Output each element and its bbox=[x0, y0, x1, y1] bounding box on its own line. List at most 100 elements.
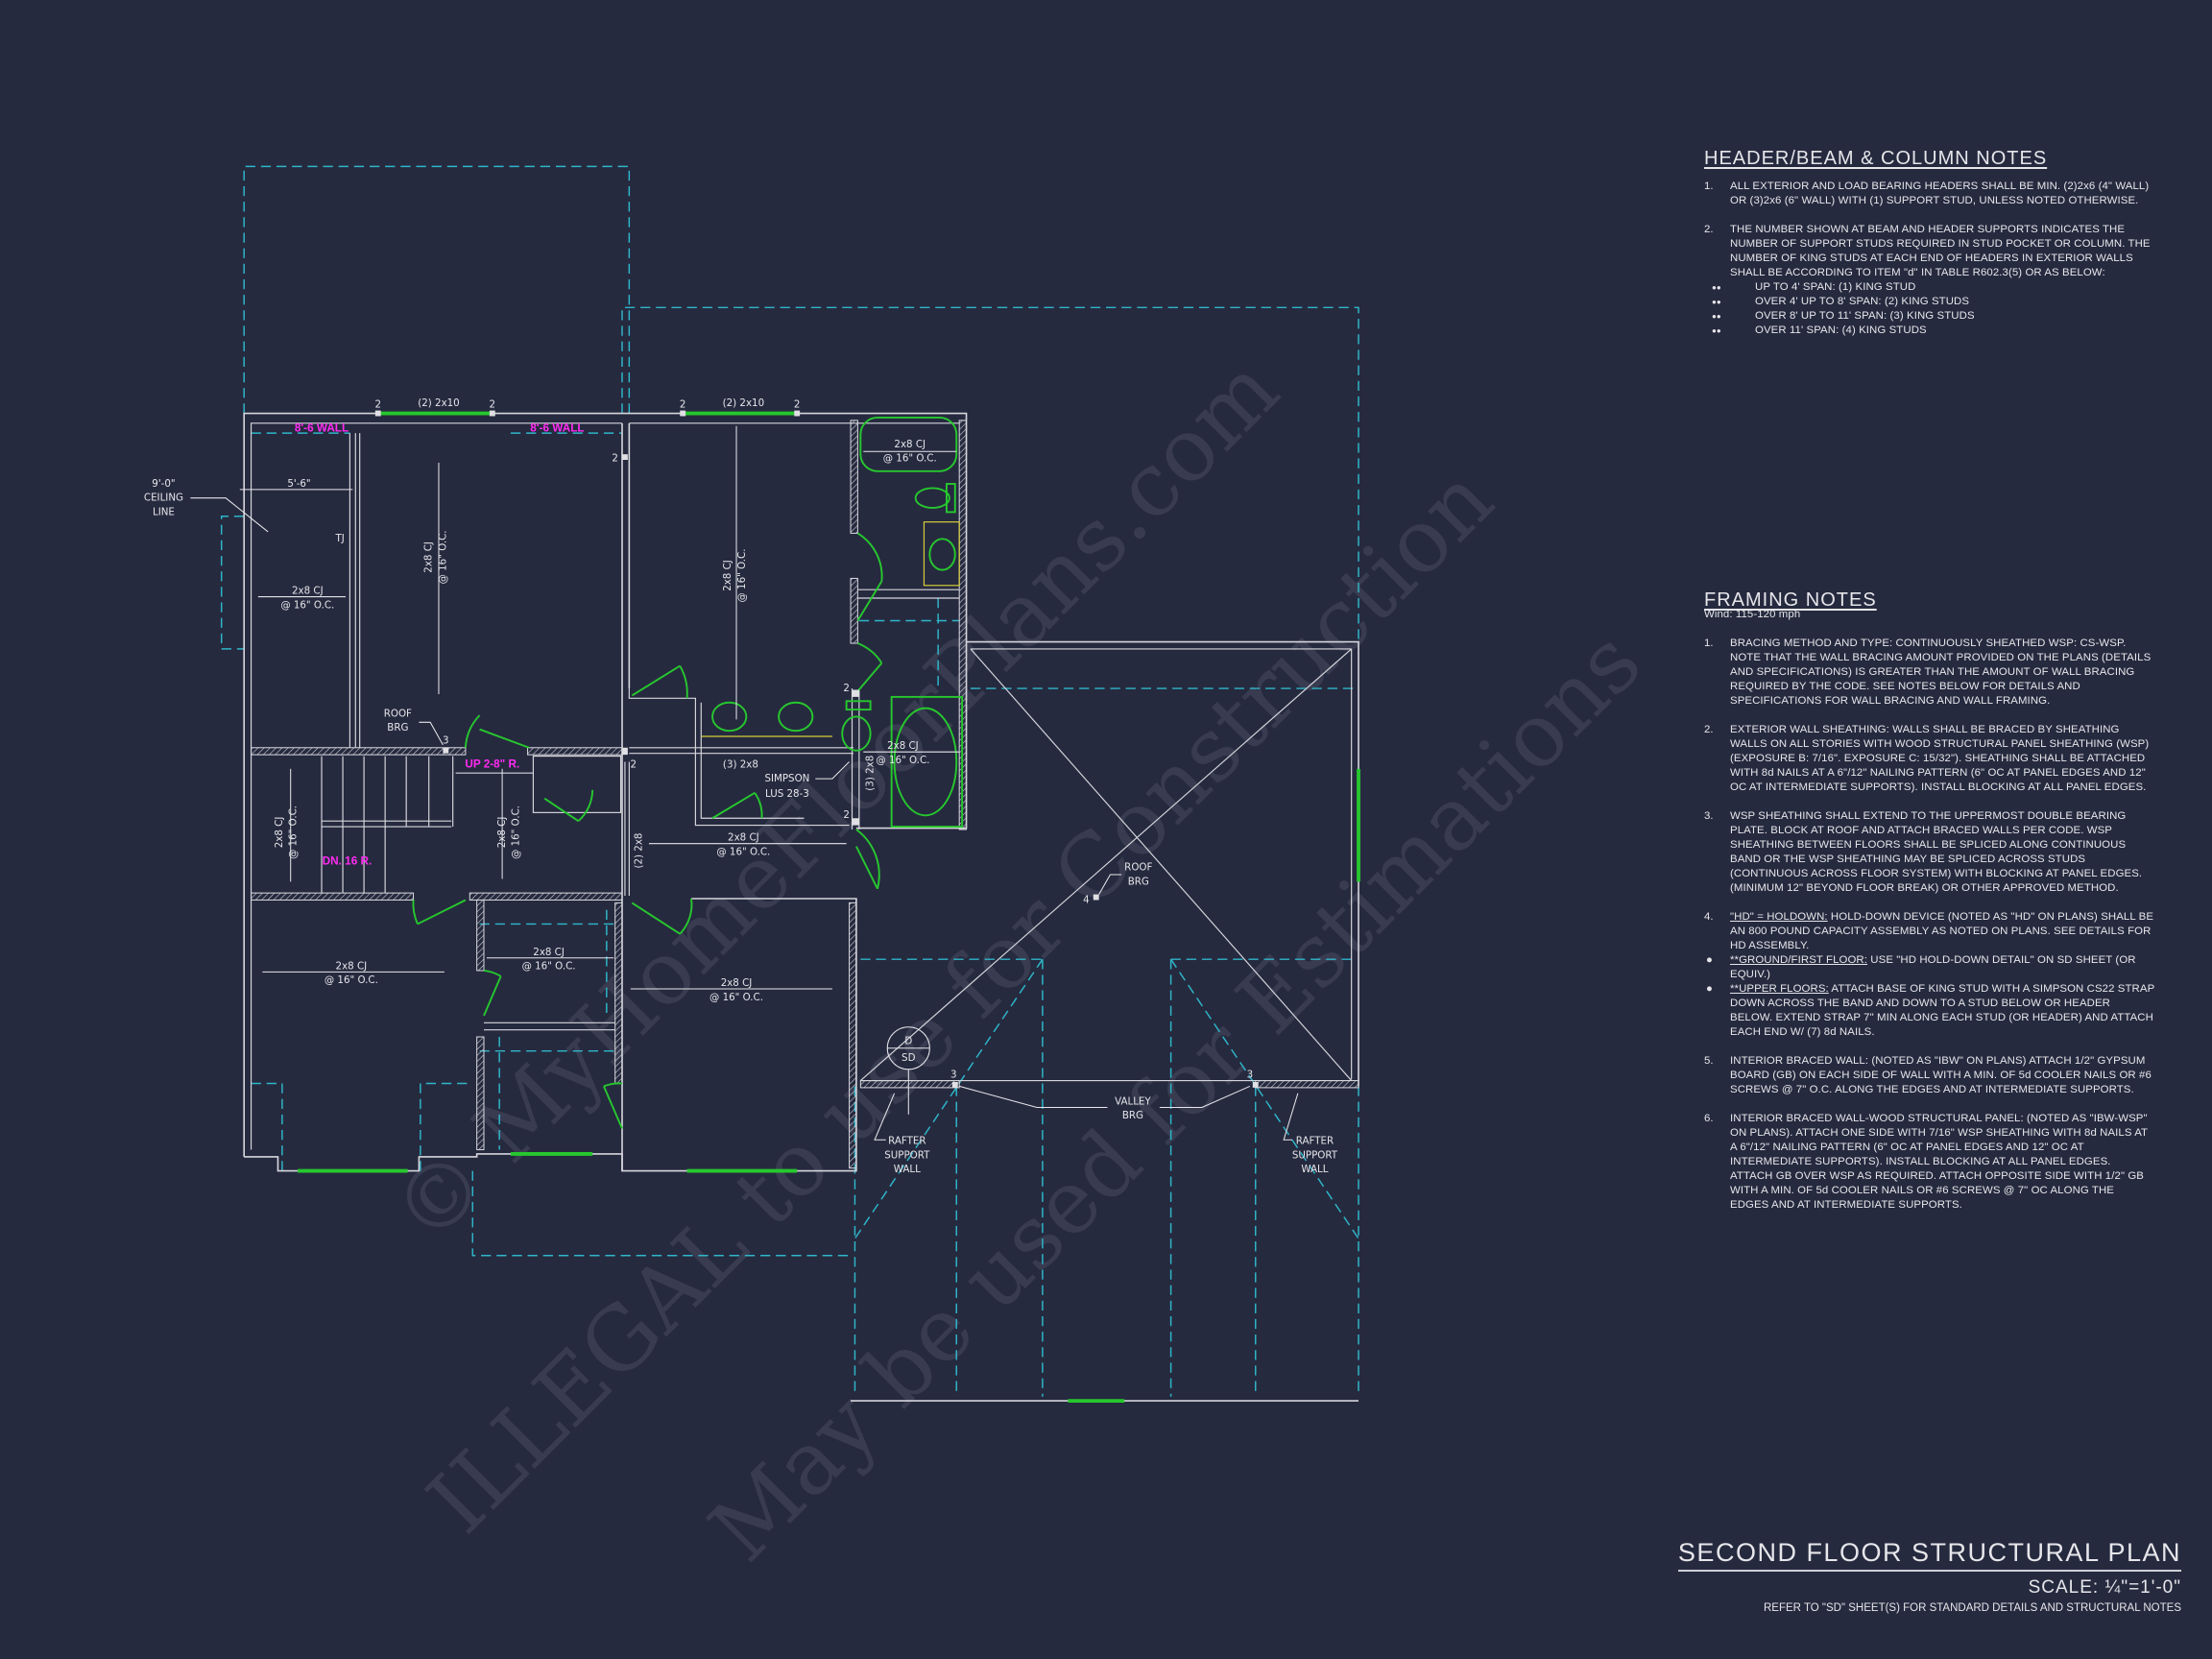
header-beam-column-notes: HEADER/BEAM & COLUMN NOTES 1. ALL EXTERIO… bbox=[1704, 148, 2155, 338]
note-text: EXTERIOR WALL SHEATHING: WALLS SHALL BE … bbox=[1730, 724, 2150, 793]
post-count: 3 bbox=[443, 734, 449, 746]
fixtures bbox=[298, 411, 1360, 1404]
roof-outline-lines bbox=[220, 165, 1359, 1397]
detail-tag-top: D bbox=[904, 1035, 912, 1046]
joist-label: 2x8 CJ@ 16" O.C. bbox=[883, 439, 937, 465]
post-count: 2 bbox=[490, 399, 496, 411]
note-text: OVER 11' SPAN: (4) KING STUDS bbox=[1755, 325, 1927, 336]
reference-note: REFER TO "SD" SHEET(S) FOR STANDARD DETA… bbox=[1764, 1602, 2181, 1614]
note-number: 4. bbox=[1704, 911, 1714, 923]
beam-label: (3) 2x8 bbox=[865, 756, 877, 791]
joist-label: 2x8 CJ@ 16" O.C. bbox=[722, 549, 748, 603]
plan-labels: (2) 2x10 (2) 2x10 2 2 2 2 2 2 2 2 8'-6 W… bbox=[144, 397, 1338, 1175]
bullet-icon: ●● bbox=[1712, 312, 1721, 321]
stair-up-callout: UP 2-8" R. bbox=[465, 757, 519, 770]
wall-height-callout: 8'-6 WALL bbox=[530, 422, 584, 435]
post-count: 2 bbox=[794, 399, 801, 411]
note-number: 1. bbox=[1704, 180, 1714, 192]
note-text: ALL EXTERIOR AND LOAD BEARING HEADERS SH… bbox=[1730, 180, 2150, 206]
bullet-icon: ●● bbox=[1712, 298, 1721, 306]
beam-label: (2) 2x8 bbox=[634, 833, 645, 869]
note-text: WSP SHEATHING SHALL EXTEND TO THE UPPERM… bbox=[1730, 810, 2143, 894]
note-item: 1. BRACING METHOD AND TYPE: CONTINUOUSLY … bbox=[1704, 637, 2155, 709]
note-item: 2. EXTERIOR WALL SHEATHING: WALLS SHALL B… bbox=[1704, 723, 2155, 795]
bullet-icon: ● bbox=[1706, 983, 1713, 995]
joist-label: 2x8 CJ@ 16" O.C. bbox=[496, 805, 522, 859]
note-item: 2. THE NUMBER SHOWN AT BEAM AND HEADER SU… bbox=[1704, 223, 2155, 280]
note-text: THE NUMBER SHOWN AT BEAM AND HEADER SUPP… bbox=[1730, 224, 2151, 278]
note-text: OVER 4' UP TO 8' SPAN: (2) KING STUDS bbox=[1755, 296, 1970, 307]
framing-notes: FRAMING NOTES Wind: 115-120 mph 1. BRACIN… bbox=[1704, 589, 2155, 1227]
joist-label: 2x8 CJ@ 16" O.C. bbox=[274, 805, 300, 859]
joist-label: 2x8 CJ@ 16" O.C. bbox=[280, 586, 334, 612]
note-text: HOLD-DOWN DEVICE (NOTED AS "HD" ON PLANS… bbox=[1730, 911, 2154, 951]
dimension-label: 5'-6" bbox=[287, 478, 310, 490]
joist-label: 2x8 CJ@ 16" O.C. bbox=[709, 977, 763, 1003]
bullet-icon: ●● bbox=[1712, 283, 1721, 292]
note-lead: **UPPER FLOORS: bbox=[1730, 983, 1829, 995]
beam-label: (3) 2x8 bbox=[723, 758, 758, 770]
note-number: 3. bbox=[1704, 810, 1714, 822]
note-text: BRACING METHOD AND TYPE: CONTINUOUSLY SH… bbox=[1730, 637, 2152, 707]
note-number: 1. bbox=[1704, 637, 1714, 649]
joist-label: 2x8 CJ@ 16" O.C. bbox=[716, 832, 770, 858]
note-text: OVER 8' UP TO 11' SPAN: (3) KING STUDS bbox=[1755, 310, 1975, 322]
stair-treads bbox=[321, 756, 430, 894]
note-item: 4. "HD" = HOLDOWN: HOLD-DOWN DEVICE (NOTE… bbox=[1704, 910, 2155, 953]
note-number: 6. bbox=[1704, 1113, 1714, 1124]
joist-span-arrows bbox=[190, 425, 1299, 1141]
detail-tag-bottom: SD bbox=[902, 1052, 916, 1064]
joist-label: 2x8 CJ@ 16" O.C. bbox=[423, 530, 449, 584]
notes-title: FRAMING NOTES bbox=[1704, 589, 1877, 611]
post-count: 2 bbox=[375, 399, 382, 411]
note-number: 2. bbox=[1704, 724, 1714, 735]
post-count: 2 bbox=[843, 683, 850, 694]
joist-label: 2x8 CJ@ 16" O.C. bbox=[522, 947, 576, 973]
post-count: 2 bbox=[612, 452, 618, 464]
note-text: UP TO 4' SPAN: (1) KING STUD bbox=[1755, 281, 1916, 293]
title-block: SECOND FLOOR STRUCTURAL PLAN SCALE: ¼"=1… bbox=[1677, 1538, 2181, 1614]
wall-height-callout: 8'-6 WALL bbox=[295, 422, 349, 435]
notes-title: HEADER/BEAM & COLUMN NOTES bbox=[1704, 148, 2048, 169]
note-text: USE "HD HOLD-DOWN DETAIL" ON SD SHEET (O… bbox=[1730, 954, 2136, 980]
scale-label: SCALE: ¼"=1'-0" bbox=[2028, 1577, 2181, 1598]
note-text: ATTACH BASE OF KING STUD WITH A SIMPSON … bbox=[1730, 983, 2155, 1038]
header-label: (2) 2x10 bbox=[723, 397, 764, 409]
doors bbox=[412, 532, 883, 1129]
support-posts bbox=[374, 410, 1259, 1088]
note-item: 5. INTERIOR BRACED WALL: (NOTED AS "IBW" … bbox=[1704, 1054, 2155, 1097]
post-count: 2 bbox=[680, 399, 686, 411]
note-bullet: ●● UP TO 4' SPAN: (1) KING STUD bbox=[1704, 280, 2155, 295]
tj-label: TJ bbox=[334, 533, 344, 544]
stair-down-callout: DN. 16 R. bbox=[323, 855, 373, 868]
note-text: INTERIOR BRACED WALL: (NOTED AS "IBW" ON… bbox=[1730, 1055, 2152, 1095]
post-count: 4 bbox=[1083, 894, 1090, 905]
note-number: 2. bbox=[1704, 224, 1714, 235]
note-item: 1. ALL EXTERIOR AND LOAD BEARING HEADERS … bbox=[1704, 180, 2155, 208]
post-count: 3 bbox=[1247, 1070, 1254, 1081]
post-count: 3 bbox=[950, 1070, 957, 1081]
post-count: 2 bbox=[843, 809, 850, 821]
note-bullet: ●**GROUND/FIRST FLOOR: USE "HD HOLD-DOWN… bbox=[1704, 953, 2155, 982]
joist-label: 2x8 CJ@ 16" O.C. bbox=[325, 960, 378, 986]
walls bbox=[243, 412, 1359, 1402]
header-label: (2) 2x10 bbox=[418, 397, 459, 409]
note-lead: "HD" = HOLDOWN: bbox=[1730, 911, 1828, 923]
note-item: 6. INTERIOR BRACED WALL-WOOD STRUCTURAL P… bbox=[1704, 1112, 2155, 1213]
note-text: INTERIOR BRACED WALL-WOOD STRUCTURAL PAN… bbox=[1730, 1113, 2148, 1211]
note-bullet: ● **UPPER FLOORS: ATTACH BASE OF KING STU… bbox=[1704, 982, 2155, 1040]
note-lead: **GROUND/FIRST FLOOR: bbox=[1730, 954, 1868, 966]
wind-speed: Wind: 115-120 mph bbox=[1704, 609, 1801, 620]
note-item: 3. WSP SHEATHING SHALL EXTEND TO THE UPPE… bbox=[1704, 809, 2155, 896]
note-bullet: ●● OVER 4' UP TO 8' SPAN: (2) KING STUDS bbox=[1704, 295, 2155, 309]
post-count: 2 bbox=[630, 758, 637, 770]
note-number: 5. bbox=[1704, 1055, 1714, 1067]
